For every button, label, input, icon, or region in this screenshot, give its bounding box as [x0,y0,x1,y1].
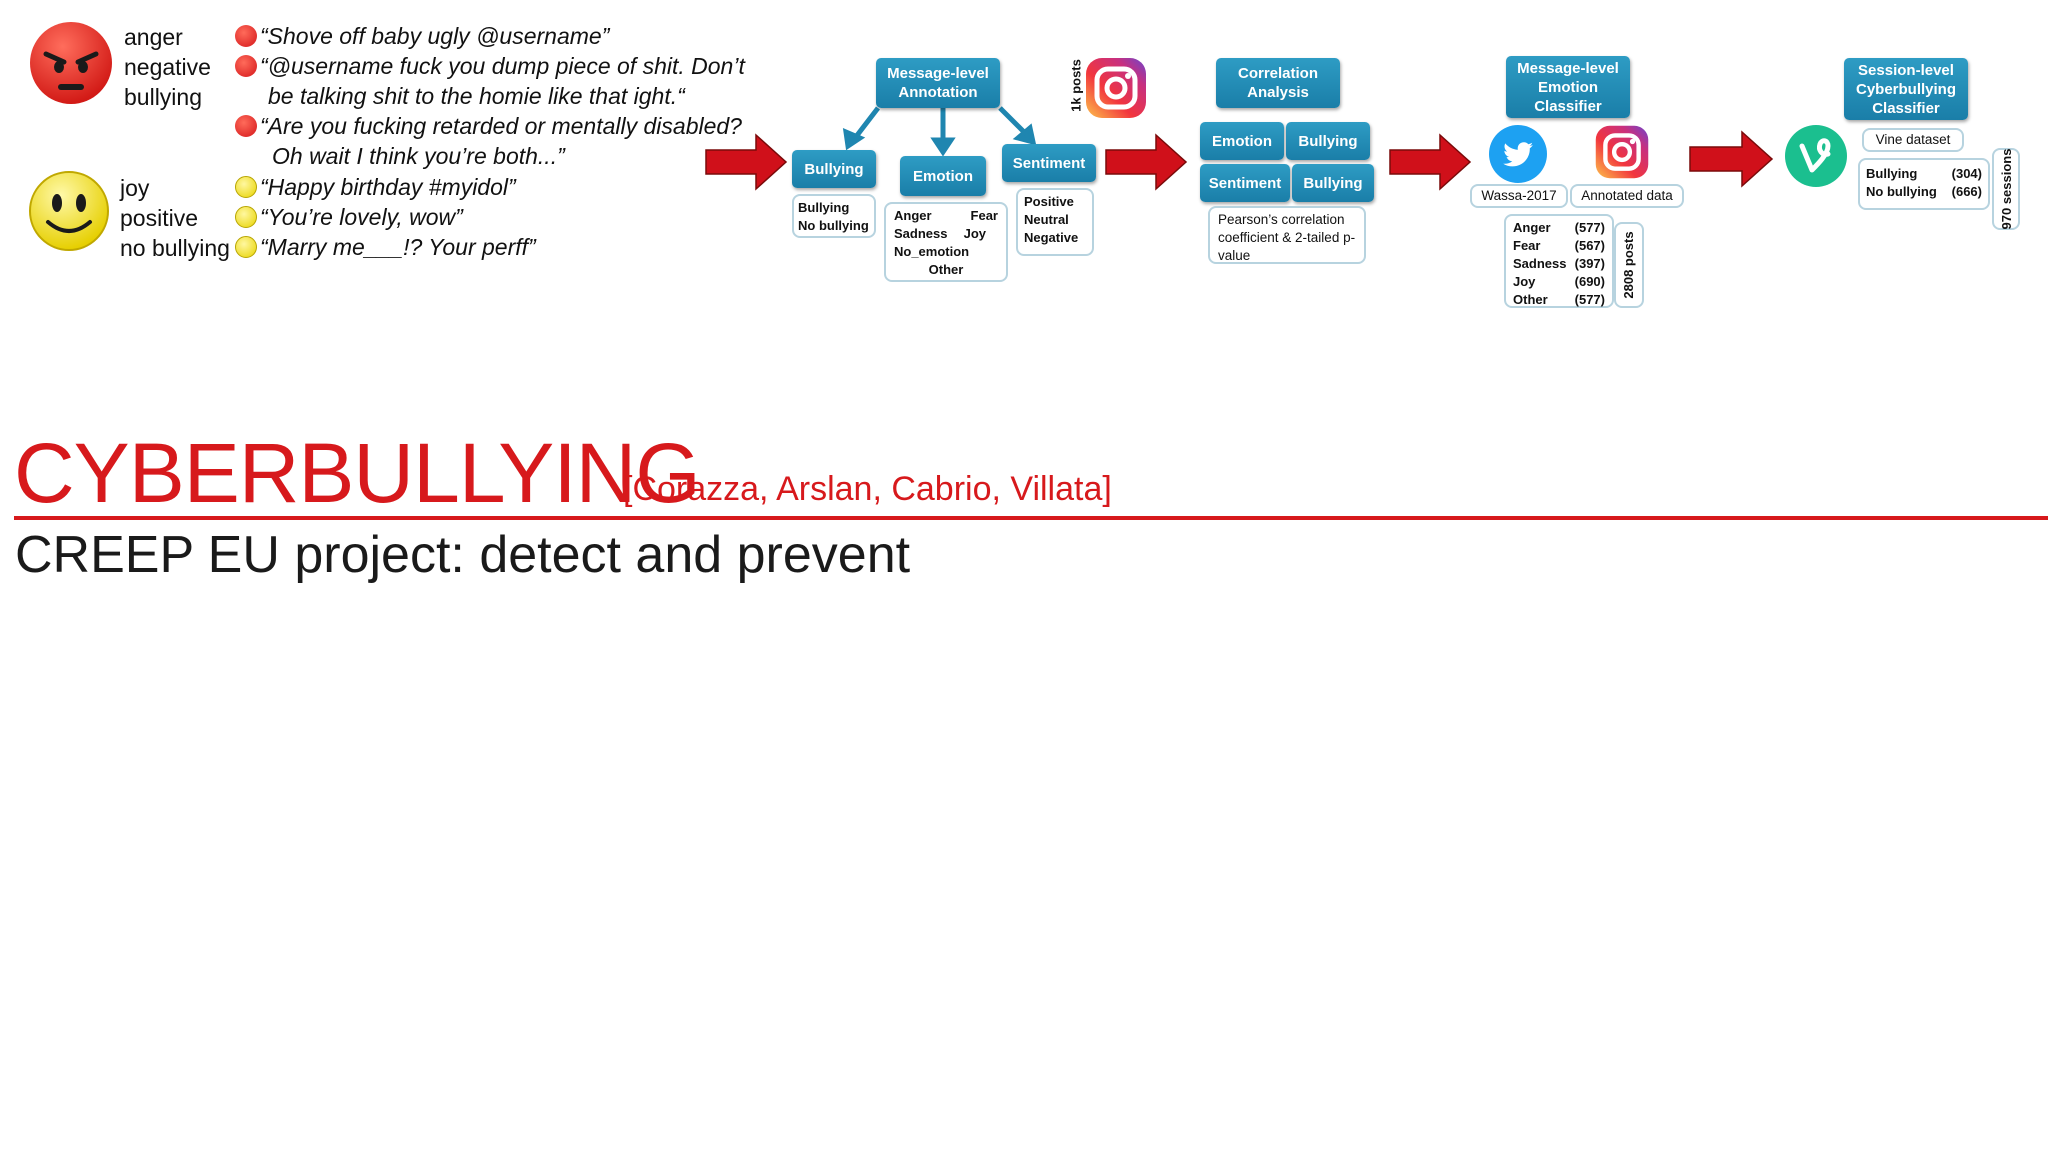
arrow-right-icon [1389,133,1472,191]
smiley-emoji-icon [235,206,257,228]
label-negative: negative [124,54,211,80]
posts-total-box: 2808 posts [1614,222,1644,308]
negative-labels: anger negative bullying [124,22,211,112]
corr-emotion: Emotion [1200,122,1284,160]
sentiment-classes-box: Positive Neutral Negative [1016,188,1094,256]
instagram-icon [1594,124,1650,180]
smiley-emoji-icon [235,176,257,198]
label-positive: positive [120,205,198,231]
label-bullying: bullying [124,84,202,110]
dataset-annotated: Annotated data [1570,184,1684,208]
bullying-classes-box: Bullying No bullying [792,194,876,238]
positive-quote-1: “Happy birthday #myidol” [235,172,516,202]
negative-quote-3-cont: Oh wait I think you’re both...” [272,143,565,169]
correlation-row-1: Emotion Bullying [1200,122,1370,160]
instagram-icon [1084,56,1148,120]
vine-icon [1784,124,1848,188]
sentiment-header: Sentiment [1002,144,1096,182]
angry-emoji-icon [235,115,257,137]
citation: [Corazza, Arslan, Cabrio, Villata] [623,470,1112,508]
arrow-right-icon [705,133,788,191]
correlation-row-2: Sentiment Bullying [1200,164,1374,202]
label-joy: joy [120,175,150,201]
corr-bullying-2: Bullying [1292,164,1374,202]
arrow-right-icon [1105,133,1188,191]
class-no-bullying: No bullying [798,218,869,233]
bullying-header: Bullying [792,150,876,188]
emotion-header: Emotion [900,156,986,196]
negative-quote-2-cont: be talking shit to the homie like that i… [268,83,685,109]
smiley-emoji-icon [235,236,257,258]
annotation-title-box: Message-level Annotation [876,58,1000,108]
class-bullying: Bullying [798,200,850,215]
positive-quote-2: “You’re lovely, wow” [235,202,463,232]
dataset-wassa: Wassa-2017 [1470,184,1568,208]
emotion-counts-box: Anger(577) Fear(567) Sadness(397) Joy(69… [1504,214,1614,308]
smiley-face-icon [28,170,110,252]
corr-bullying: Bullying [1286,122,1370,160]
sessions-total-box: 970 sessions [1992,148,2020,230]
positive-labels: joy positive no bullying [120,173,230,263]
emotion-classifier-title-box: Message-level Emotion Classifier [1506,56,1630,118]
vine-dataset-label: Vine dataset [1862,128,1964,152]
correlation-title-box: Correlation Analysis [1216,58,1340,108]
flow-arrows [705,106,1774,191]
twitter-icon [1488,124,1548,184]
arrow-right-icon [1689,130,1774,188]
corr-sentiment: Sentiment [1200,164,1290,202]
angry-face-icon [28,20,114,106]
correlation-note: Pearson’s correlation coefficient & 2-ta… [1208,206,1366,264]
session-counts-box: Bullying(304) No bullying(666) [1858,158,1990,210]
angry-emoji-icon [235,25,257,47]
label-anger: anger [124,24,183,50]
label-no-bullying: no bullying [120,235,230,261]
title-divider [14,516,2048,520]
page-subtitle: CREEP EU project: detect and prevent [15,526,911,584]
negative-quote-2: “@username fuck you dump piece of shit. … [235,51,745,81]
session-classifier-title-box: Session-level Cyberbullying Classifier [1844,58,1968,120]
positive-quote-3: “Marry me___!? Your perff” [235,232,536,262]
angry-emoji-icon [235,55,257,77]
negative-quote-1: “Shove off baby ugly @username” [235,21,609,51]
page-title: CYBERBULLYING [14,426,701,520]
negative-quote-3: “Are you fucking retarded or mentally di… [235,111,742,141]
